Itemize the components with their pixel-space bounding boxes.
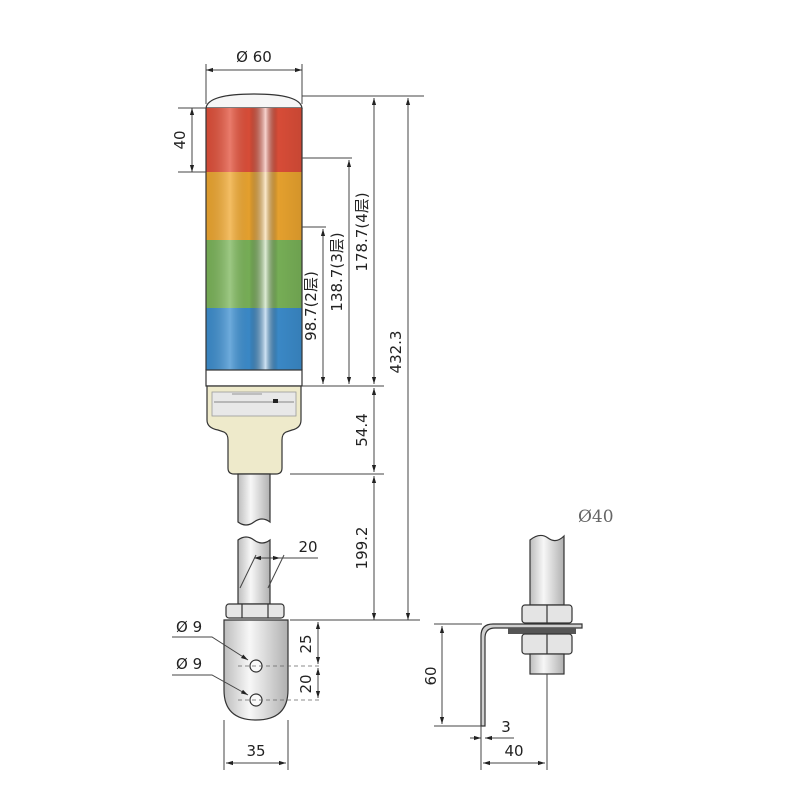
dim-2-tier: 98.7(2层) bbox=[302, 271, 320, 341]
side-bracket bbox=[480, 623, 583, 727]
dim-tier-height: 40 bbox=[171, 130, 189, 149]
dim-diameter-top: Ø 60 bbox=[236, 48, 272, 66]
tower-cap bbox=[205, 93, 303, 109]
tower-ring bbox=[205, 369, 303, 387]
dim-hole-spacing: 20 bbox=[297, 674, 315, 693]
dim-pole-diameter: 20 bbox=[298, 538, 317, 556]
dim-overall-height: 432.3 bbox=[387, 331, 405, 374]
pole-lower bbox=[237, 536, 271, 605]
dim-hole-1: Ø 9 bbox=[176, 618, 202, 636]
side-washer bbox=[508, 628, 576, 634]
hex-nut bbox=[225, 603, 285, 619]
base-label bbox=[211, 391, 297, 417]
pole-upper bbox=[237, 473, 271, 526]
dim-hole-offset: 25 bbox=[297, 634, 315, 653]
dim-side-diameter: Ø40 bbox=[578, 507, 614, 527]
side-stud bbox=[529, 653, 565, 675]
main-dimensions: Ø 60 40 98.7(2层) 138.7(3层) 178.7(4层) 432… bbox=[171, 48, 424, 770]
dim-hole-2: Ø 9 bbox=[176, 655, 202, 673]
dim-3-tier: 138.7(3层) bbox=[328, 232, 346, 311]
dim-base-height: 54.4 bbox=[353, 413, 371, 446]
dim-side-height: 60 bbox=[422, 666, 440, 685]
dim-pole-length: 199.2 bbox=[353, 527, 371, 570]
side-pole bbox=[529, 534, 565, 606]
dim-side-thickness: 3 bbox=[501, 718, 511, 736]
dim-bracket-width: 35 bbox=[246, 742, 265, 760]
dim-side-depth: 40 bbox=[504, 742, 523, 760]
dim-4-tier: 178.7(4层) bbox=[353, 192, 371, 271]
tower-light bbox=[205, 93, 320, 721]
side-view: Ø40 60 3 40 bbox=[422, 507, 614, 770]
